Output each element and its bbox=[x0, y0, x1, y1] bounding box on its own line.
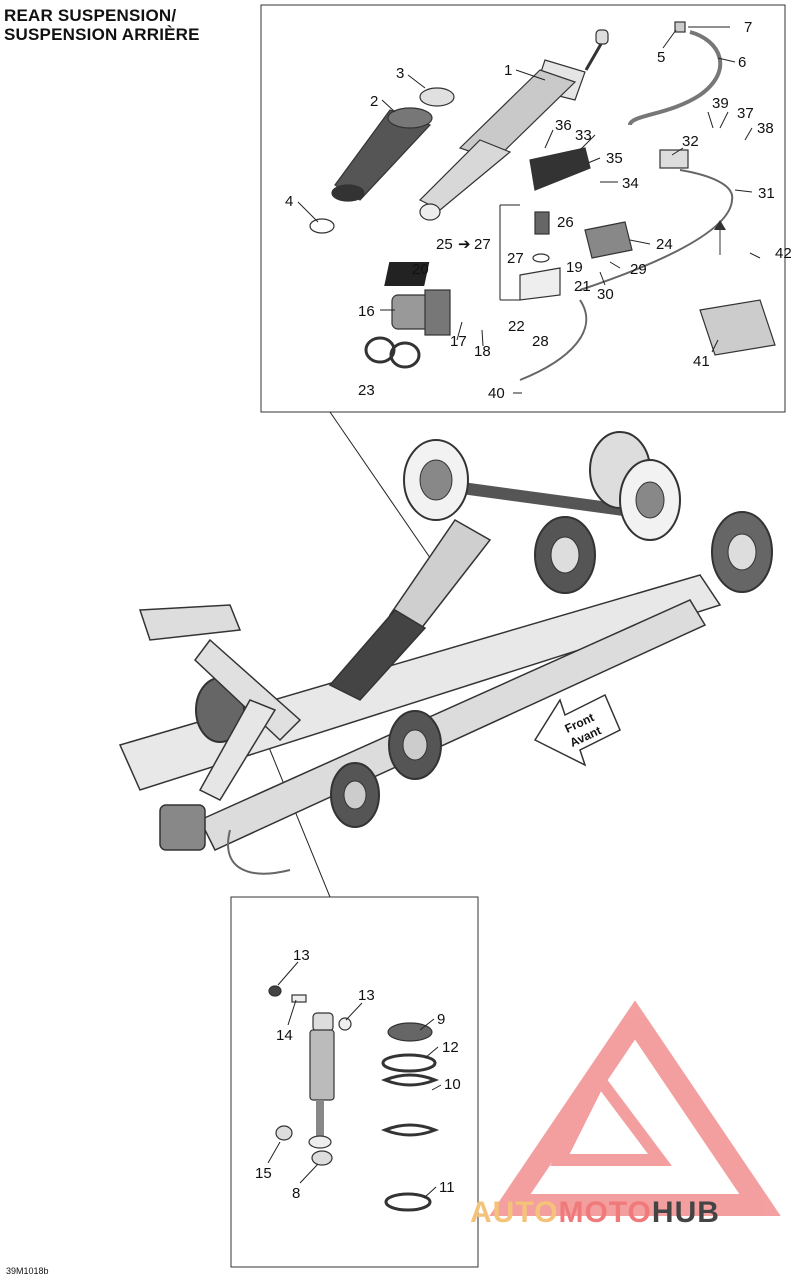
callout-41: 41 bbox=[693, 353, 710, 370]
watermark-hub: HUB bbox=[651, 1196, 720, 1229]
callout-36: 36 bbox=[555, 117, 572, 134]
lower-callouts: 13 14 13 9 12 10 11 15 8 bbox=[255, 947, 461, 1202]
callout-5: 5 bbox=[657, 49, 665, 66]
page-title: REAR SUSPENSION/ SUSPENSION ARRIÈRE bbox=[4, 6, 200, 44]
callout-4: 4 bbox=[285, 193, 293, 210]
callout-10: 10 bbox=[444, 1076, 461, 1093]
clamp-1 bbox=[364, 336, 396, 364]
valve-fitting bbox=[659, 149, 689, 169]
mounting-bracket bbox=[529, 147, 591, 191]
callout-24: 24 bbox=[656, 236, 673, 253]
callout-14: 14 bbox=[276, 1027, 293, 1044]
label-plate bbox=[384, 262, 430, 286]
callout-35: 35 bbox=[606, 150, 623, 167]
callout-13-top: 13 bbox=[293, 947, 310, 964]
title-line-english: REAR SUSPENSION/ bbox=[4, 6, 177, 25]
callout-27: 27 bbox=[507, 250, 524, 267]
callout-26: 26 bbox=[557, 214, 574, 231]
rear-shock-absorber bbox=[418, 29, 609, 221]
callout-13-side: 13 bbox=[358, 987, 375, 1004]
rear-suspension-assembly bbox=[118, 431, 773, 875]
manifold-block bbox=[519, 267, 561, 301]
shock-ring bbox=[419, 87, 455, 107]
callout-30: 30 bbox=[597, 286, 614, 303]
watermark-auto: AUTO bbox=[470, 1196, 559, 1229]
automotohub-logo-mark bbox=[489, 1000, 781, 1216]
callout-12: 12 bbox=[442, 1039, 459, 1056]
callout-29: 29 bbox=[630, 261, 647, 278]
callout-34: 34 bbox=[622, 175, 639, 192]
bellows-boot bbox=[331, 107, 433, 202]
callout-6: 6 bbox=[738, 54, 746, 71]
callout-33: 33 bbox=[575, 127, 592, 144]
callout-3: 3 bbox=[396, 65, 404, 82]
callout-32: 32 bbox=[682, 133, 699, 150]
coil-spring bbox=[380, 1022, 440, 1212]
pressure-switch bbox=[534, 211, 550, 235]
callout-21: 21 bbox=[574, 278, 591, 295]
watermark-moto: MOTO bbox=[558, 1196, 652, 1229]
lower-callout-leaders bbox=[267, 961, 442, 1199]
clamp-2 bbox=[389, 341, 421, 369]
air-line bbox=[579, 169, 734, 291]
shock-body-lower bbox=[268, 985, 352, 1166]
callout-2: 2 bbox=[370, 93, 378, 110]
callout-19: 19 bbox=[566, 259, 583, 276]
diagram-code: 39M1018b bbox=[6, 1266, 49, 1276]
callout-39: 39 bbox=[712, 95, 729, 112]
mounting-plate bbox=[699, 299, 776, 356]
callout-38: 38 bbox=[757, 120, 774, 137]
air-hose bbox=[628, 30, 723, 126]
callout-9: 9 bbox=[437, 1011, 445, 1028]
callout-7: 7 bbox=[744, 19, 752, 36]
front-direction-arrow: Front Avant bbox=[533, 693, 621, 767]
callout-20: 20 bbox=[412, 261, 429, 278]
callout-40: 40 bbox=[488, 385, 505, 402]
title-line-french: SUSPENSION ARRIÈRE bbox=[4, 25, 200, 44]
callout-37: 37 bbox=[737, 105, 754, 122]
air-compressor bbox=[391, 289, 451, 336]
callout-25: 25 bbox=[436, 236, 453, 253]
lower-frame-leader bbox=[267, 744, 331, 898]
callout-18: 18 bbox=[474, 343, 491, 360]
callout-11: 11 bbox=[439, 1179, 455, 1196]
callout-22: 22 bbox=[508, 318, 525, 335]
callout-15: 15 bbox=[255, 1165, 272, 1182]
automotohub-watermark: AUTOMOTOHUB bbox=[470, 1196, 790, 1236]
upper-detail-frame bbox=[260, 4, 786, 413]
hose-fitting bbox=[674, 21, 686, 33]
callout-8: 8 bbox=[292, 1185, 300, 1202]
callout-1: 1 bbox=[504, 62, 512, 79]
callout-17: 17 bbox=[450, 333, 467, 350]
callout-31: 31 bbox=[758, 185, 775, 202]
callout-27-range: 27 bbox=[474, 236, 491, 253]
solenoid-valve bbox=[584, 221, 633, 259]
upper-frame-leader bbox=[329, 411, 436, 566]
callout-16: 16 bbox=[358, 303, 375, 320]
upper-callouts: 1 2 3 4 5 6 7 16 17 18 19 20 21 22 23 24… bbox=[285, 19, 792, 402]
callout-42: 42 bbox=[775, 245, 792, 262]
circlip bbox=[309, 218, 335, 234]
lower-detail-frame bbox=[230, 896, 479, 1268]
upper-callout-leaders bbox=[297, 26, 761, 394]
callout-23: 23 bbox=[358, 382, 375, 399]
callout-28: 28 bbox=[532, 333, 549, 350]
arrow-25-27: ➔ bbox=[458, 236, 471, 253]
